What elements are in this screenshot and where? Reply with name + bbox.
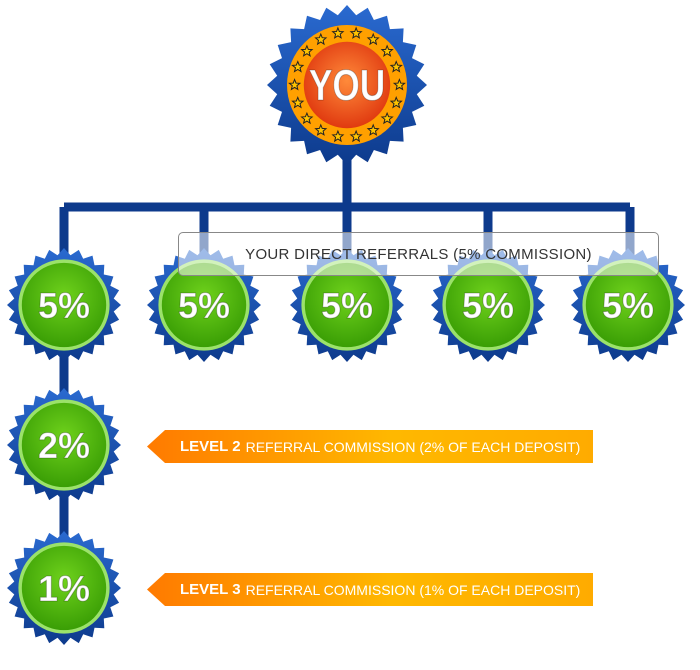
star-icon [380,44,394,57]
seal-center [21,545,107,631]
star-icon [291,96,305,109]
star-icon [314,32,328,46]
direct-referral-badge: 5% [571,248,685,362]
star-icon [300,111,314,125]
badge-label: 5% [602,285,654,326]
star-icon [392,78,406,91]
star-icon [300,44,314,57]
level2-text: REFERRAL COMMISSION (2% OF EACH DEPOSIT) [245,438,581,455]
seal-center [445,262,531,348]
star-icon [349,26,363,39]
badge-label: 1% [38,568,90,609]
badge-label: YOU [309,61,385,110]
star-icon [389,96,403,109]
seal-center [585,262,671,348]
star-icon [314,123,328,136]
seal-center [21,402,107,488]
badge-label: 5% [462,285,514,326]
direct-referral-badge: 5% [431,248,545,362]
seal-center [161,262,247,348]
seal-center [303,41,391,129]
seal-center [304,262,390,348]
star-icon [331,26,345,39]
star-icon [366,123,380,136]
star-icon [349,129,363,143]
direct-referral-badge: 5% [290,248,404,362]
level2-title: LEVEL 2 [180,438,241,455]
star-icon [331,129,345,143]
direct-referral-badge: 5% [147,248,261,362]
star-icon [291,60,305,73]
you-badge: YOU [267,5,427,165]
badge-label: 5% [38,285,90,326]
seal-center [21,262,107,348]
level3-title: LEVEL 3 [180,581,241,598]
level3-text: REFERRAL COMMISSION (1% OF EACH DEPOSIT) [245,581,581,598]
direct-referral-badge: 5% [7,248,121,362]
badge-label: 2% [38,425,90,466]
level3-badge: 1% [7,531,121,645]
level2-badge: 2% [7,388,121,502]
direct-referrals-label: YOUR DIRECT REFERRALS (5% COMMISSION) [178,232,659,276]
star-icon [389,60,403,73]
star-icon [288,78,302,91]
star-icon [366,32,380,46]
star-icon [380,111,394,125]
badge-label: 5% [178,285,230,326]
badge-label: 5% [321,285,373,326]
